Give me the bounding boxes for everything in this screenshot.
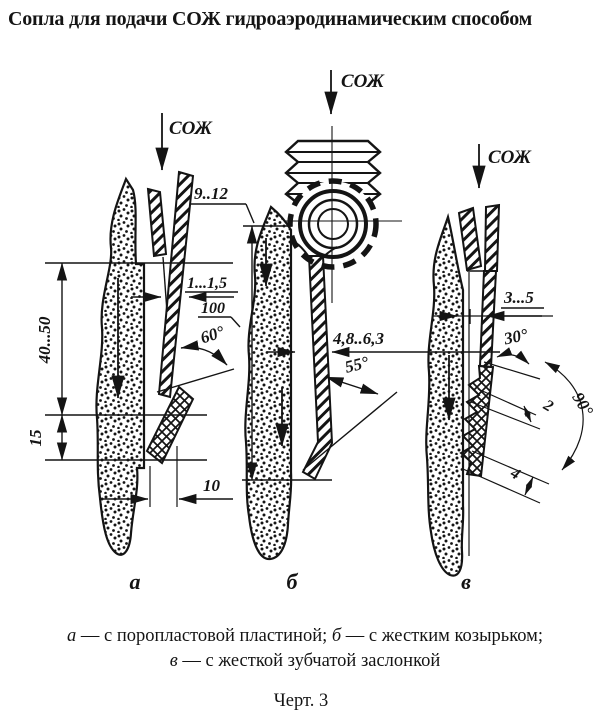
dim-visor-angle-text: 55° — [343, 353, 371, 377]
caption-key-v: в — [170, 651, 178, 671]
coolant-flow-label-v: СОЖ — [472, 144, 532, 189]
swivel-joint — [284, 126, 402, 303]
caption-text-v: — с жесткой зубчатой заслонкой — [178, 651, 441, 671]
dim-gap-text: 3...5 — [503, 288, 534, 307]
grinding-wheel-a — [95, 176, 146, 556]
foam-plate — [145, 385, 195, 465]
toothed-flap — [459, 364, 495, 478]
dimension-plate-height: 15 — [26, 414, 68, 461]
funnel-wall-left — [457, 206, 483, 272]
figure-label-b: б — [287, 569, 299, 594]
dim-plate-width-text: 10 — [203, 476, 221, 495]
dimension-outlet-width: 4,8..6,3 — [267, 329, 500, 358]
dimension-flap-angle: 30° — [483, 325, 541, 380]
dim-flap-angle-text: 30° — [501, 325, 529, 349]
coolant-flow-label-b: СОЖ — [324, 70, 385, 115]
figure-a: СОЖ 40...50 15 1...1,5 — [26, 113, 241, 594]
dimension-wheel-width: 40...50 — [35, 262, 68, 416]
dim-tooth-pitch-text: 2 — [540, 396, 556, 415]
caption-key-a: а — [67, 626, 76, 646]
dimension-swing-angle: 90° — [544, 361, 597, 471]
dim-outlet-width-text: 4,8..6,3 — [332, 329, 385, 348]
coolant-flow-label-a: СОЖ — [155, 113, 213, 171]
elbow-right — [322, 246, 338, 258]
coolant-text-b: СОЖ — [341, 71, 385, 92]
dim-taper-den-text: 100 — [201, 300, 225, 317]
nozzle-wall-inner-a — [146, 187, 168, 258]
dimension-outlet-height: 9..12 — [191, 184, 258, 481]
dimension-plate-width: 10 — [99, 446, 233, 507]
caption-line-1: а — с поропластовой пластиной; б — с жес… — [67, 626, 543, 646]
dim-nozzle-angle-text: 60° — [198, 322, 227, 347]
caption-text-a: — с поропластовой пластиной; — [76, 626, 332, 646]
dim-swing-angle-text: 90° — [568, 389, 597, 419]
figure-label-v: в — [461, 569, 471, 594]
dimension-gap: 3...5 — [433, 288, 553, 324]
figure-label-a: а — [130, 569, 141, 594]
reference-lines-a — [45, 262, 233, 461]
dim-taper-num-text: 1...1,5 — [187, 275, 227, 292]
dimension-taper: 1...1,5 100 — [131, 275, 241, 328]
caption-text-b: — с жестким козырьком; — [341, 626, 543, 646]
dim-outlet-height-text: 9..12 — [194, 184, 229, 203]
nozzle-wall-outer-a — [157, 170, 195, 399]
nozzle-tube-visor — [301, 255, 334, 481]
caption: а — с поропластовой пластиной; б — с жес… — [67, 626, 543, 711]
figure-number: Черт. 3 — [274, 691, 328, 711]
elbow-left — [295, 242, 310, 258]
caption-line-2: в — с жесткой зубчатой заслонкой — [170, 651, 441, 671]
coolant-text-a: СОЖ — [169, 118, 213, 139]
dim-plate-height-text: 15 — [26, 429, 45, 447]
caption-key-b: б — [332, 626, 342, 646]
grinding-wheel-v — [425, 212, 465, 577]
page-title: Сопла для подачи СОЖ гидроаэродинамическ… — [8, 8, 532, 30]
channel-line-a — [162, 256, 168, 313]
figure-b: СОЖ — [191, 70, 500, 594]
funnel-wall-right — [483, 203, 501, 272]
coolant-text-v: СОЖ — [488, 147, 532, 168]
figure-v: СОЖ 3...5 30° — [425, 144, 597, 594]
dim-wheel-width-text: 40...50 — [35, 316, 54, 364]
